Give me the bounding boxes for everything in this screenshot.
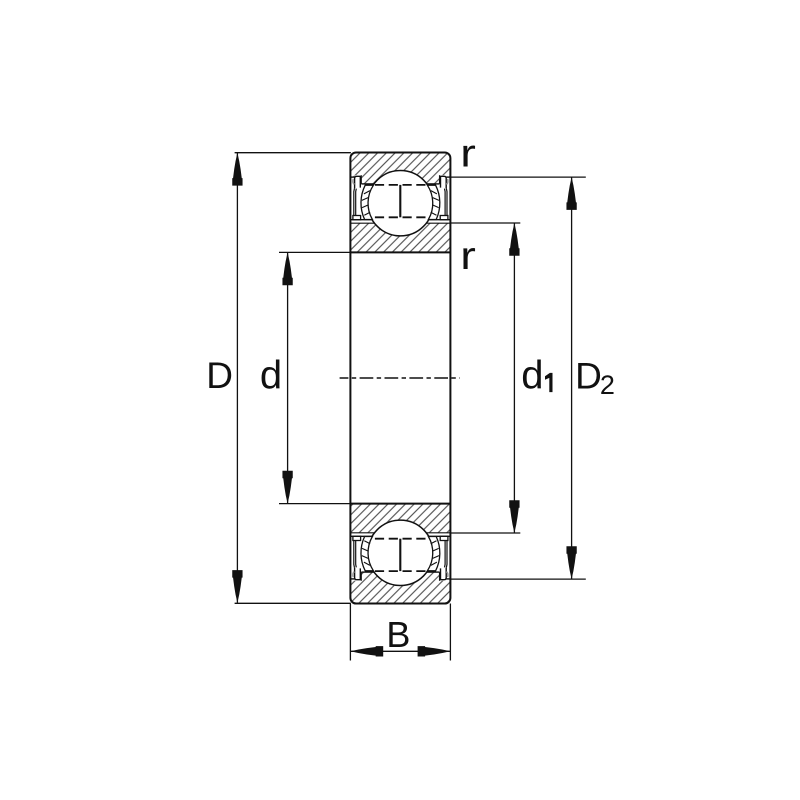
svg-text:d: d xyxy=(260,353,282,397)
svg-text:r: r xyxy=(460,132,476,175)
svg-text:D: D xyxy=(575,356,602,397)
svg-text:D: D xyxy=(206,355,233,396)
svg-text:d: d xyxy=(521,354,543,398)
svg-text:2: 2 xyxy=(600,370,615,400)
svg-text:r: r xyxy=(460,235,476,278)
svg-text:B: B xyxy=(386,614,410,655)
